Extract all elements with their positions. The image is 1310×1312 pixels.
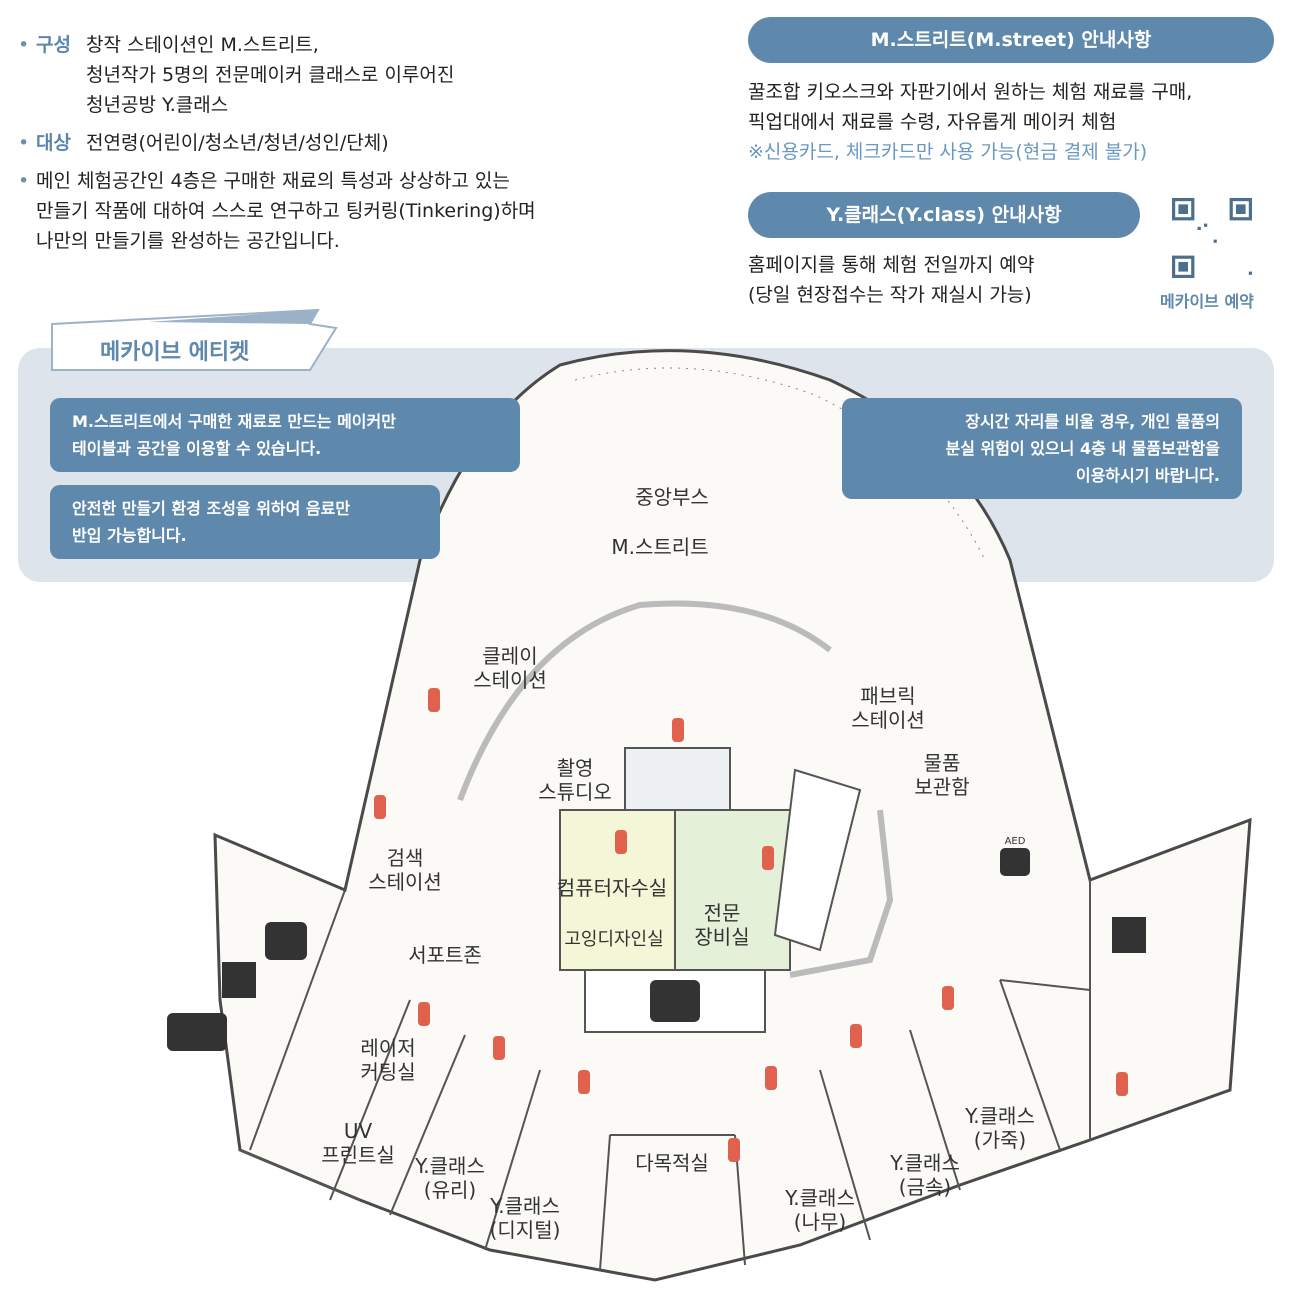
map-label-design-room: 고잉디자인실 (564, 929, 664, 950)
target-text: 전연령(어린이/청소년/청년/성인/단체) (86, 132, 389, 154)
composition-key: 구성 (36, 34, 71, 56)
text-line: 창작 스테이션인 M.스트리트, (86, 34, 319, 56)
map-label-yclass-wood: Y.클래스 (나무) (785, 1186, 855, 1234)
target-key: 대상 (36, 132, 71, 154)
map-label-equipment-room: 전문 장비실 (694, 901, 750, 949)
bullet: • (18, 132, 30, 154)
map-label-clay-station: 클레이 스테이션 (473, 644, 547, 692)
map-label-yclass-digital: Y.클래스 (디지털) (489, 1194, 561, 1242)
map-label-yclass-glass: Y.클래스 (유리) (415, 1154, 485, 1202)
etiquette-box-lockers: 장시간 자리를 비울 경우, 개인 물품의 분실 위험이 있으니 4층 내 물품… (842, 398, 1242, 499)
payment-note: ※신용카드, 체크카드만 사용 가능(현금 결제 불가) (748, 141, 1148, 163)
text-line: 나만의 만들기를 완성하는 공간입니다. (36, 230, 340, 252)
yclass-info: 홈페이지를 통해 체험 전일까지 예약 (당일 현장접수는 작가 재실시 가능) (748, 250, 1034, 310)
text-line: 꿀조합 키오스크와 자판기에서 원하는 체험 재료를 구매, (748, 81, 1193, 103)
text-line: 픽업대에서 재료를 수령, 자유롭게 메이커 체험 (748, 111, 1117, 133)
mstreet-info-title: M.스트리트(M.street) 안내사항 (748, 17, 1274, 63)
aed-icon (1000, 848, 1030, 876)
map-label-embroidery-room: 컴퓨터자수실 (556, 876, 668, 900)
restroom-icon (167, 1013, 227, 1051)
text-line: 만들기 작품에 대하여 스스로 연구하고 팅커링(Tinkering)하며 (36, 200, 536, 222)
map-label-lockers: 물품 보관함 (914, 751, 970, 799)
text-line: 청년작가 5명의 전문메이커 클래스로 이루어진 (86, 64, 455, 86)
map-label-multipurpose: 다목적실 (635, 1151, 709, 1175)
map-label-yclass-metal: Y.클래스 (금속) (890, 1151, 960, 1199)
qr-code[interactable] (1172, 198, 1252, 278)
map-label-fabric-station: 패브릭 스테이션 (851, 684, 925, 732)
text-line: 메인 체험공간인 4층은 구매한 재료의 특성과 상상하고 있는 (36, 170, 510, 192)
text-line: 홈페이지를 통해 체험 전일까지 예약 (748, 254, 1035, 276)
text-line: 청년공방 Y.클래스 (86, 94, 229, 116)
aed-label: AED (1004, 836, 1026, 847)
etiquette-box-drinks: 안전한 만들기 환경 조성을 위하여 음료만 반입 가능합니다. (50, 485, 440, 559)
bullet: • (18, 170, 30, 192)
etiquette-title: 메카이브 에티켓 (100, 340, 250, 365)
fire-extinguisher-icon (374, 688, 1128, 1162)
bullet: • (18, 34, 30, 56)
map-label-uv-room: UV 프린트실 (321, 1119, 395, 1167)
yclass-info-title: Y.클래스(Y.class) 안내사항 (748, 192, 1140, 238)
map-label-m-street: M.스트리트 (611, 535, 709, 559)
etiquette-title-banner (51, 308, 338, 371)
intro-section: • 구성 창작 스테이션인 M.스트리트, 청년작가 5명의 전문메이커 클래스로 … (18, 30, 536, 264)
map-label-central-booth: 중앙부스 (635, 485, 709, 509)
map-label-search-station: 검색 스테이션 (368, 846, 442, 894)
map-label-studio: 촬영 스튜디오 (538, 756, 612, 804)
elevator-icon (265, 922, 700, 1022)
mstreet-info: 꿀조합 키오스크와 자판기에서 원하는 체험 재료를 구매, 픽업대에서 재료를… (748, 77, 1192, 167)
etiquette-box-materials: M.스트리트에서 구매한 재료로 만드는 메이커만 테이블과 공간을 이용할 수… (50, 398, 520, 472)
emergency-exit-icon (222, 917, 1146, 998)
map-label-yclass-leather: Y.클래스 (가죽) (965, 1104, 1035, 1152)
qr-label: 메카이브 예약 (1160, 292, 1254, 311)
map-label-support-zone: 서포트존 (408, 943, 482, 967)
map-label-laser-room: 레이저 커팅실 (360, 1036, 416, 1084)
text-line: (당일 현장접수는 작가 재실시 가능) (748, 284, 1032, 306)
